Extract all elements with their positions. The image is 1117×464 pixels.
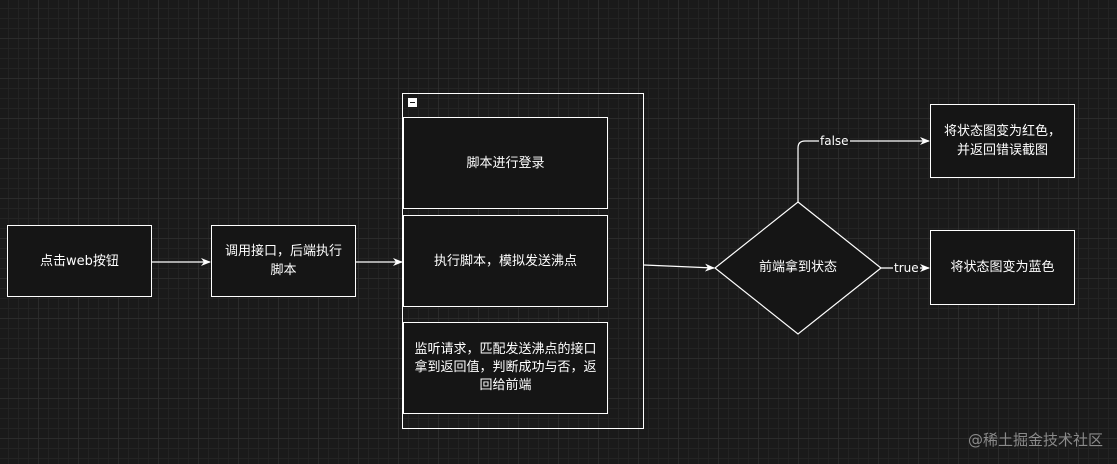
edge-false	[797, 137, 930, 202]
node-red-result[interactable]: 将状态图变为红色， 并返回错误截图	[930, 104, 1075, 178]
false-label: false	[819, 134, 850, 148]
decision-label: 前端拿到状态	[758, 260, 837, 275]
node-login[interactable]: 脚本进行登录	[403, 117, 608, 209]
true-label: true	[893, 261, 920, 275]
decision-diamond[interactable]	[714, 201, 882, 335]
watermark: @稀土掘金技术社区	[967, 431, 1103, 449]
edge-script-to-decision	[643, 263, 715, 272]
script-container[interactable]	[402, 93, 644, 429]
node-blue-result[interactable]: 将状态图变为蓝色	[930, 230, 1075, 305]
collapse-icon[interactable]	[408, 98, 417, 107]
node-click-button[interactable]: 点击web按钮	[7, 225, 152, 297]
node-execute[interactable]: 执行脚本，模拟发送沸点	[403, 215, 608, 307]
node-call-api[interactable]: 调用接口，后端执行 脚本	[211, 225, 356, 297]
node-monitor[interactable]: 监听请求，匹配发送沸点的接口 拿到返回值，判断成功与否，返 回给前端	[403, 322, 608, 414]
